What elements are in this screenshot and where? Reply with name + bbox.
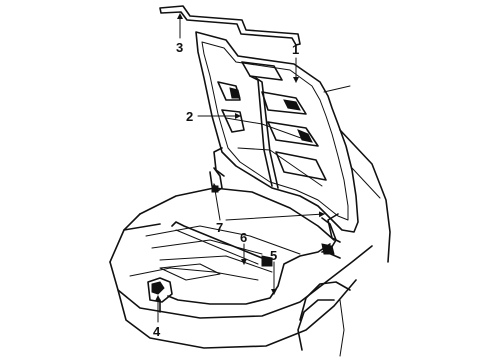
leader-7a [211,183,221,221]
hood-seal-strip [159,5,301,46]
leader-lines [155,13,325,323]
callout-2: 2 [186,109,193,124]
callout-5: 5 [270,248,277,263]
hood-hinge [209,167,223,193]
hood-support-rod [171,221,273,267]
callout-labels: 1 2 3 4 5 6 7 [153,40,299,339]
hood-panel [195,31,359,243]
callout-3: 3 [176,40,183,55]
car-body [109,85,391,357]
callout-7: 7 [216,220,223,235]
callout-1: 1 [292,42,299,57]
hood-latch [147,277,173,313]
callout-6: 6 [240,230,247,245]
callout-4: 4 [153,324,161,339]
leader-7b [225,211,325,221]
